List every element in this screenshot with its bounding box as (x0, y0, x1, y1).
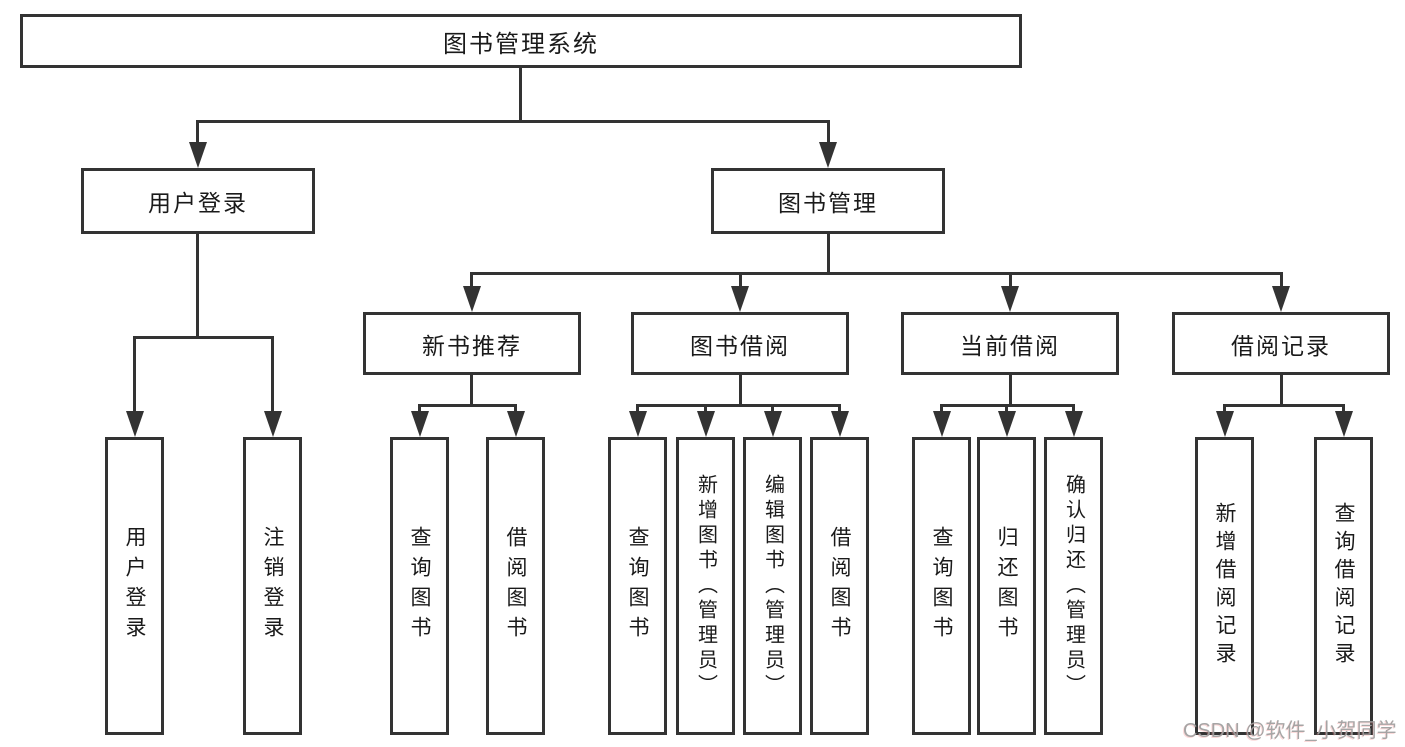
arrowhead-new-book-recommend (463, 286, 481, 312)
connector-cb-stem (1009, 375, 1012, 407)
connector-drop-bb-edit (771, 404, 774, 414)
arrowhead-cb-return (998, 411, 1016, 437)
node-current-borrow: 当前借阅 (901, 312, 1119, 375)
arrowhead-nbr-query (411, 411, 429, 437)
connector-drop-user-login (196, 120, 199, 145)
connector-drop-borrow-records (1280, 272, 1283, 289)
connector-bb-hline (636, 404, 841, 407)
connector-br-stem (1280, 375, 1283, 407)
arrowhead-borrow-records (1272, 286, 1290, 312)
connector-drop-nbr-query (418, 404, 421, 414)
node-bb-query-books: 查询图书 (608, 437, 667, 735)
connector-drop-logout (271, 336, 274, 414)
connector-drop-br-add (1223, 404, 1226, 414)
node-logout-leaf: 注销登录 (243, 437, 302, 735)
arrowhead-br-query (1335, 411, 1353, 437)
arrowhead-user-login (189, 142, 207, 168)
connector-drop-book-borrow (739, 272, 742, 289)
arrowhead-book-management (819, 142, 837, 168)
node-borrow-records: 借阅记录 (1172, 312, 1390, 375)
arrowhead-logout (264, 411, 282, 437)
connector-drop-cb-query (940, 404, 943, 414)
node-user-login: 用户登录 (81, 168, 315, 234)
arrowhead-bb-edit (764, 411, 782, 437)
connector-br-hline (1223, 404, 1345, 407)
arrowhead-bb-query (629, 411, 647, 437)
arrowhead-bb-add (697, 411, 715, 437)
connector-drop-book-management (827, 120, 830, 145)
connector-drop-cb-confirm (1072, 404, 1075, 414)
arrowhead-book-borrow (731, 286, 749, 312)
node-book-borrow: 图书借阅 (631, 312, 849, 375)
csdn-watermark: CSDN @软件_小贺同学 (1183, 720, 1397, 742)
connector-drop-bb-borrow (838, 404, 841, 414)
connector-drop-bb-add (704, 404, 707, 414)
connector-root-hline (196, 120, 830, 123)
connector-user-login-hline (133, 336, 274, 339)
connector-bb-stem (739, 375, 742, 407)
node-br-query-record: 查询借阅记录 (1314, 437, 1373, 735)
connector-drop-nbr-borrow (514, 404, 517, 414)
connector-user-login-stem (196, 234, 199, 339)
node-bb-edit-books-admin: 编辑图书（管理员） (743, 437, 802, 735)
node-nbr-borrow-books: 借阅图书 (486, 437, 545, 735)
connector-nbr-hline (418, 404, 517, 407)
node-br-add-record: 新增借阅记录 (1195, 437, 1254, 735)
connector-drop-new-book-recommend (470, 272, 473, 289)
connector-book-management-stem (827, 234, 830, 275)
arrowhead-current-borrow (1001, 286, 1019, 312)
node-cb-confirm-return-admin: 确认归还（管理员） (1044, 437, 1103, 735)
connector-drop-cb-return (1005, 404, 1008, 414)
connector-drop-current-borrow (1009, 272, 1012, 289)
connector-root-stem (519, 68, 522, 123)
arrowhead-nbr-borrow (507, 411, 525, 437)
connector-drop-bb-query (636, 404, 639, 414)
arrowhead-bb-borrow (831, 411, 849, 437)
node-bb-borrow-books: 借阅图书 (810, 437, 869, 735)
connector-nbr-stem (470, 375, 473, 407)
connector-drop-br-query (1342, 404, 1345, 414)
arrowhead-cb-query (933, 411, 951, 437)
connector-drop-login (133, 336, 136, 414)
arrowhead-br-add (1216, 411, 1234, 437)
node-nbr-query-books: 查询图书 (390, 437, 449, 735)
arrowhead-login (126, 411, 144, 437)
node-book-management: 图书管理 (711, 168, 945, 234)
node-user-login-leaf: 用户登录 (105, 437, 164, 735)
node-library-management-system: 图书管理系统 (20, 14, 1022, 68)
connector-book-management-hline (470, 272, 1282, 275)
node-new-book-recommend: 新书推荐 (363, 312, 581, 375)
node-cb-return-books: 归还图书 (977, 437, 1036, 735)
arrowhead-cb-confirm (1065, 411, 1083, 437)
node-cb-query-books: 查询图书 (912, 437, 971, 735)
node-bb-add-books-admin: 新增图书（管理员） (676, 437, 735, 735)
